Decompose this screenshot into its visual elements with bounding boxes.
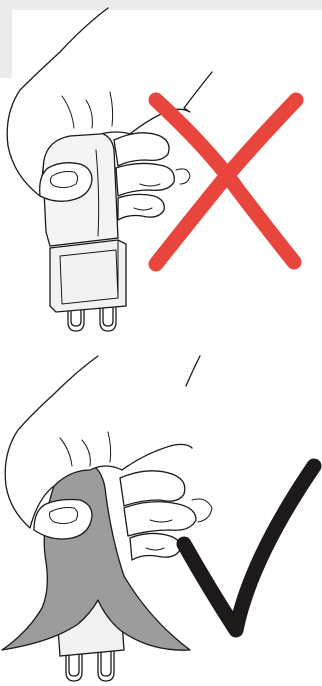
x-mark — [156, 100, 296, 264]
thumb-bottom — [34, 500, 92, 540]
finger-2-bottom — [124, 502, 196, 536]
finger-3-top — [118, 194, 164, 220]
bulb-pins-bottom — [66, 652, 114, 681]
finger-1-bottom — [120, 471, 185, 506]
finger-3-bottom — [130, 533, 180, 560]
finger-1-top — [114, 133, 169, 166]
panel-wrong-method — [7, 8, 296, 331]
panel-right-method — [2, 356, 314, 681]
check-mark — [184, 466, 314, 630]
bulb-base-top — [50, 240, 126, 312]
finger-2-top — [116, 163, 174, 196]
corner-tab — [0, 0, 322, 78]
